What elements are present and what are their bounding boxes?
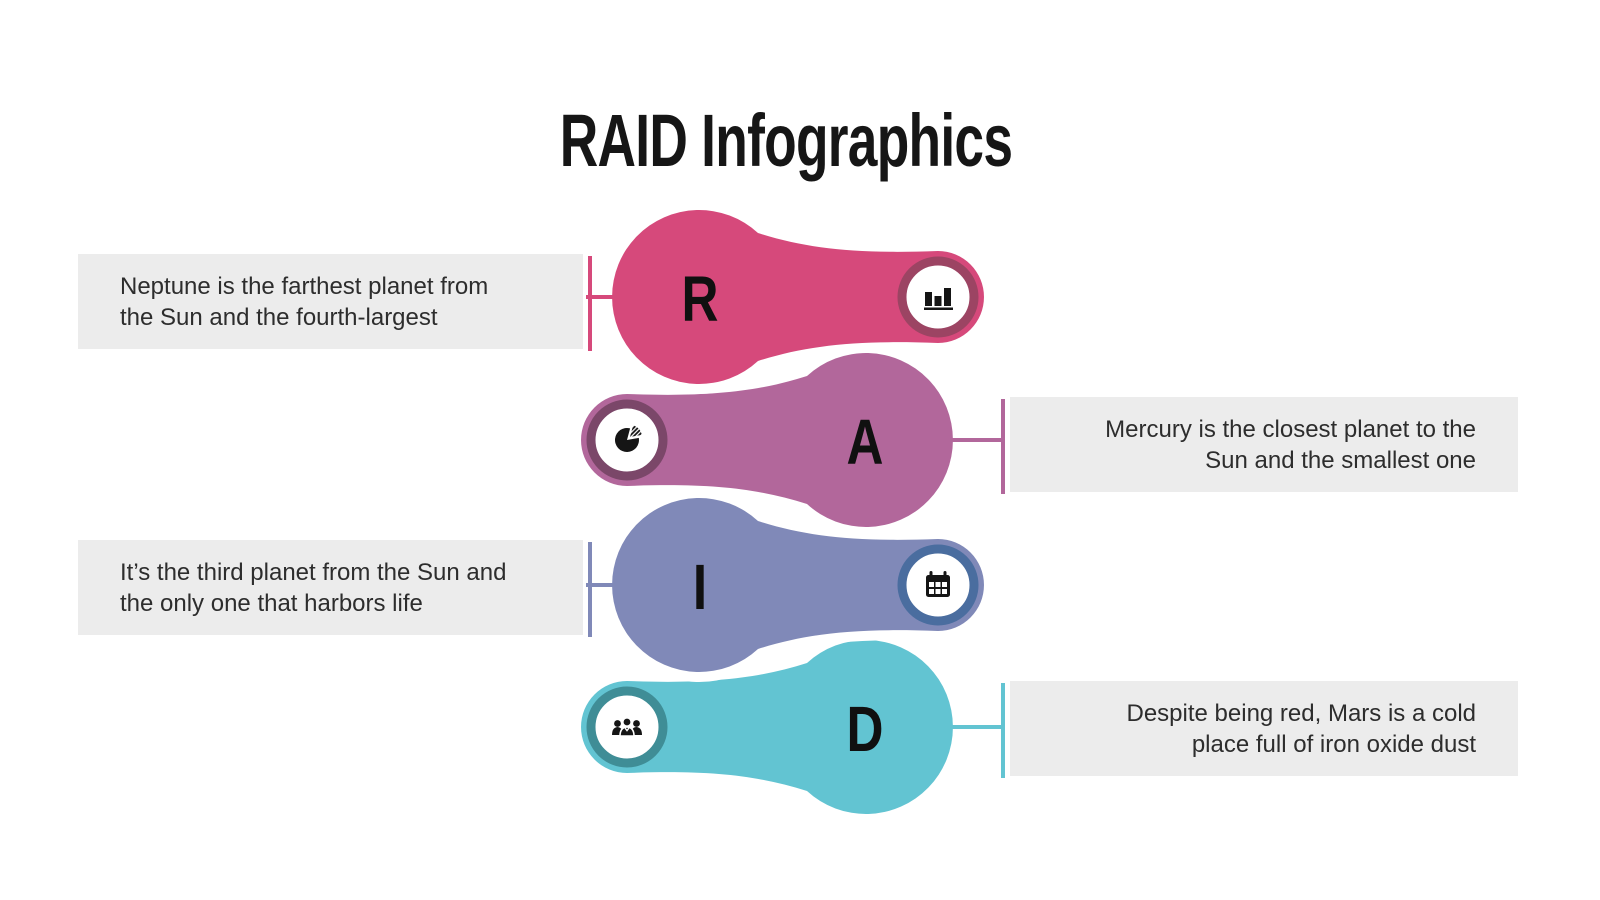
step-letter-r: R	[681, 263, 719, 335]
description-text: Neptune is the farthest planet from the …	[120, 271, 488, 333]
description-line: It’s the third planet from the Sun and	[120, 558, 507, 586]
users-icon	[612, 717, 642, 737]
description-line: Neptune is the farthest planet from	[120, 272, 489, 300]
balloon-a	[571, 343, 963, 537]
description-box-r: Neptune is the farthest planet from the …	[78, 254, 583, 349]
balloon-d	[571, 630, 963, 824]
description-text: Despite being red, Mars is a cold place …	[1127, 698, 1477, 760]
connector-line	[586, 295, 616, 299]
pie-chart-icon	[614, 425, 642, 452]
connector-line	[586, 583, 616, 587]
description-line: Despite being red, Mars is a cold	[1126, 699, 1477, 727]
description-line: the only one that harbors life	[120, 589, 423, 617]
connector-line	[948, 725, 1004, 729]
description-line: Mercury is the closest planet to the	[1105, 415, 1476, 443]
step-letter-d: D	[846, 693, 884, 765]
description-text: It’s the third planet from the Sun and t…	[120, 557, 506, 619]
description-line: Sun and the smallest one	[1205, 446, 1476, 474]
connector-accent-line	[588, 256, 592, 351]
description-line: place full of iron oxide dust	[1191, 730, 1476, 758]
connector-accent-line	[588, 542, 592, 637]
balloon-shape	[602, 200, 994, 394]
connector-accent-line	[1001, 683, 1005, 778]
balloon-i	[602, 488, 994, 682]
calendar-icon	[926, 571, 950, 597]
description-line: the Sun and the fourth-largest	[120, 303, 438, 331]
description-box-i: It’s the third planet from the Sun and t…	[78, 540, 583, 635]
description-box-a: Mercury is the closest planet to the Sun…	[1010, 397, 1518, 492]
bar-chart-icon	[924, 288, 953, 310]
step-letter-a: A	[846, 406, 884, 478]
balloon-shape	[602, 488, 994, 682]
description-box-d: Despite being red, Mars is a cold place …	[1010, 681, 1518, 776]
balloon-shape	[571, 630, 963, 824]
balloon-r	[602, 200, 994, 394]
step-letter-i: I	[692, 551, 708, 623]
connector-line	[948, 438, 1004, 442]
balloon-shape	[571, 343, 963, 537]
description-text: Mercury is the closest planet to the Sun…	[1105, 414, 1476, 476]
connector-accent-line	[1001, 399, 1005, 494]
page-title: RAID Infographics	[559, 99, 1013, 182]
